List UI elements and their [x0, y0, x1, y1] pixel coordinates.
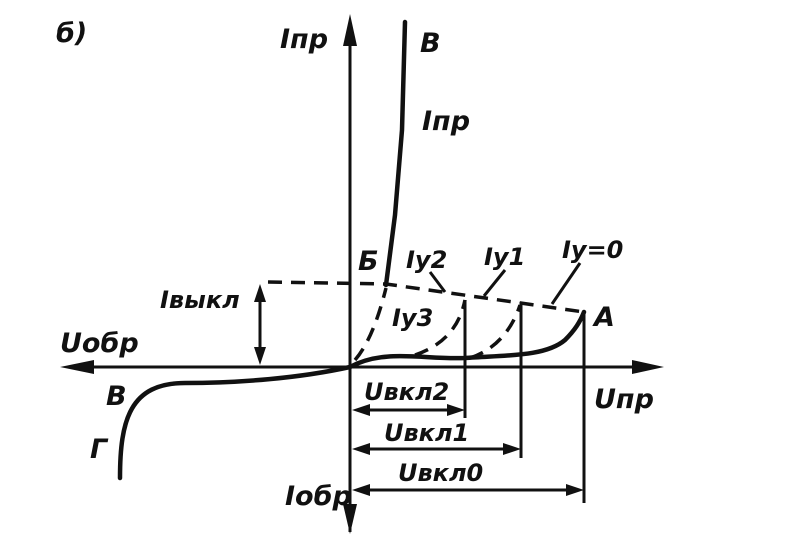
point-label-v-left: В [106, 381, 127, 412]
point-label-a: А [592, 302, 615, 333]
reverse-branch [117, 364, 353, 481]
axis-label-x-positive: Uпр [594, 384, 654, 415]
u-on1-arrow-left [352, 443, 370, 455]
axis-label-x-negative: Uобр [60, 328, 139, 359]
axes [60, 14, 664, 534]
iy3-dashed-curve [353, 287, 388, 362]
i-off-arrow-down [254, 347, 266, 365]
dimension-label-u-on1: Uвкл1 [384, 419, 469, 447]
curve-label-iy2: Iу2 [406, 246, 447, 274]
vertical-axis-arrow-up [343, 14, 357, 46]
characteristic-curves [117, 19, 587, 481]
curve-label-iy0: Iу=0 [562, 236, 623, 264]
curve-label-forward-current: Iпр [422, 106, 470, 137]
labels: б) Iпр Iобр Uобр Uпр В Б А В Г Iпр Iу2 I… [56, 18, 654, 512]
holding-current-dashed-line [267, 280, 585, 314]
forward-blocking-branch [347, 309, 587, 370]
vertical-axis-arrow-down [343, 504, 357, 534]
dimension-label-u-on2: Uвкл2 [364, 378, 449, 406]
axis-label-y-negative: Iобр [285, 481, 352, 512]
point-label-g: Г [90, 434, 109, 465]
panel-label: б) [56, 18, 87, 49]
leader-line-iy2 [428, 271, 447, 293]
leader-line-iy1 [482, 269, 507, 297]
u-on2-arrow-left [352, 404, 370, 416]
dashed-curves [267, 280, 585, 362]
u-on0-arrow-left [352, 484, 370, 496]
leader-lines [428, 262, 582, 305]
axis-label-y-positive: Iпр [280, 24, 328, 55]
dimension-label-u-on0: Uвкл0 [398, 459, 483, 487]
forward-conduction-branch [383, 19, 408, 288]
u-on2-arrow-right [447, 404, 465, 416]
dimension-arrows [254, 284, 584, 496]
u-on0-arrow-right [566, 484, 584, 496]
leader-line-iy0 [550, 262, 582, 305]
point-label-b: Б [358, 246, 379, 277]
iy1-dashed-curve [469, 304, 522, 360]
point-label-v-top: В [420, 28, 441, 59]
dimension-label-i-off: Iвыкл [160, 286, 240, 314]
horizontal-axis-arrow-left [60, 360, 94, 374]
curve-label-iy3: Iу3 [392, 304, 433, 332]
iy2-dashed-curve [414, 299, 467, 357]
drop-lines [463, 300, 586, 503]
u-on1-arrow-right [503, 443, 521, 455]
curve-label-iy1: Iу1 [484, 243, 525, 271]
horizontal-axis-arrow-right [632, 360, 664, 374]
i-off-arrow-up [254, 284, 266, 302]
